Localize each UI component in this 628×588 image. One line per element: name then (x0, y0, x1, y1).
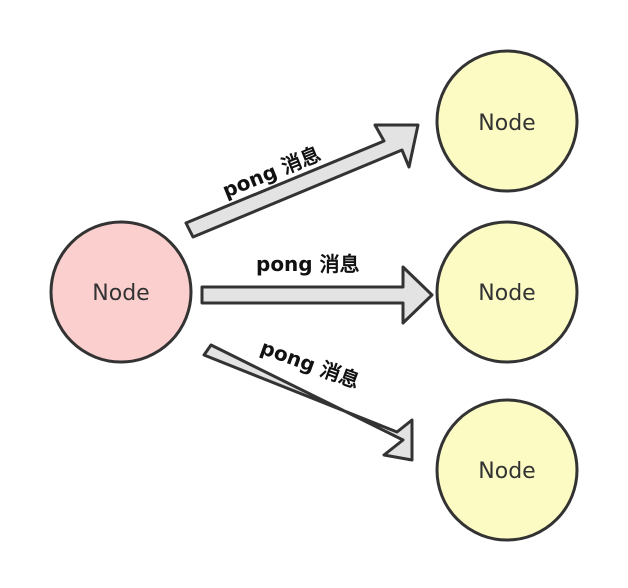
target-node-bottom: Node (435, 398, 579, 542)
source-node-label: Node (92, 281, 149, 306)
target-node-top-label: Node (478, 111, 535, 136)
arrow-to-middle-node (200, 265, 434, 325)
target-node-middle-label: Node (478, 281, 535, 306)
target-node-top: Node (435, 49, 579, 193)
edge-label-middle: pong 消息 (256, 252, 360, 276)
source-node: Node (49, 220, 193, 364)
target-node-middle: Node (435, 220, 579, 364)
arrow-to-top-node (184, 123, 420, 239)
arrow-to-bottom-node (202, 343, 414, 462)
target-node-bottom-label: Node (478, 459, 535, 484)
edge-label-bottom: pong 消息 (257, 335, 363, 393)
